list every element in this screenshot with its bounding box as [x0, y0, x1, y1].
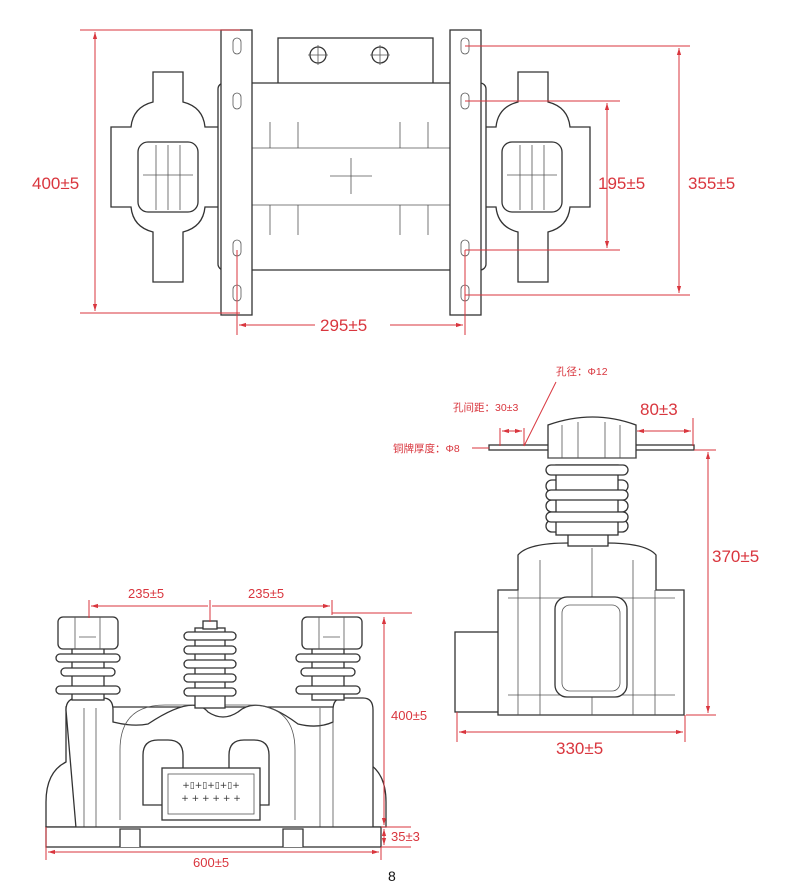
insulator-cap: [547, 416, 637, 459]
dim-height: 400±5: [32, 174, 79, 193]
side-view: 孔间距：30±3 孔径：Φ12 铜牌厚度：Φ8 80±3 370±5 330±5: [393, 365, 759, 758]
terminal-length-dim: 80±3: [640, 400, 678, 419]
top-view: 400±5 195±5 355±5 295±5: [32, 29, 735, 335]
hole-spacing-label: 孔间距：30±3: [453, 401, 518, 414]
nameplate: [161, 767, 261, 821]
page-number: 8: [388, 868, 396, 884]
front-view: +▯+▯+▯+▯+ + + + + + + 235±5 235±5 400±5 …: [45, 586, 427, 870]
top-terminal-box: [277, 37, 434, 85]
dim-outer: 355±5: [688, 174, 735, 193]
front-height-dim: 400±5: [391, 708, 427, 723]
side-height-dim: 370±5: [712, 547, 759, 566]
base-height-dim: 35±3: [391, 829, 420, 844]
hole-diameter-label: 孔径：Φ12: [556, 365, 608, 378]
svg-text:+▯+▯+▯+▯+: +▯+▯+▯+▯+: [182, 781, 240, 791]
right-cap: [301, 616, 363, 650]
dim-width: 295±5: [320, 316, 367, 335]
plate-thickness-label: 铜牌厚度：Φ8: [393, 442, 460, 455]
spacing-left-dim: 235±5: [128, 586, 164, 601]
base-plate: [217, 82, 487, 271]
svg-text:+ + + + + +: + + + + + +: [181, 794, 241, 804]
side-box: [454, 631, 501, 713]
dim-inner: 195±5: [598, 174, 645, 193]
side-width-dim: 330±5: [556, 739, 603, 758]
spacing-right-dim: 235±5: [248, 586, 284, 601]
left-cap: [57, 616, 119, 650]
front-width-dim: 600±5: [193, 855, 229, 870]
front-base: [45, 826, 382, 848]
